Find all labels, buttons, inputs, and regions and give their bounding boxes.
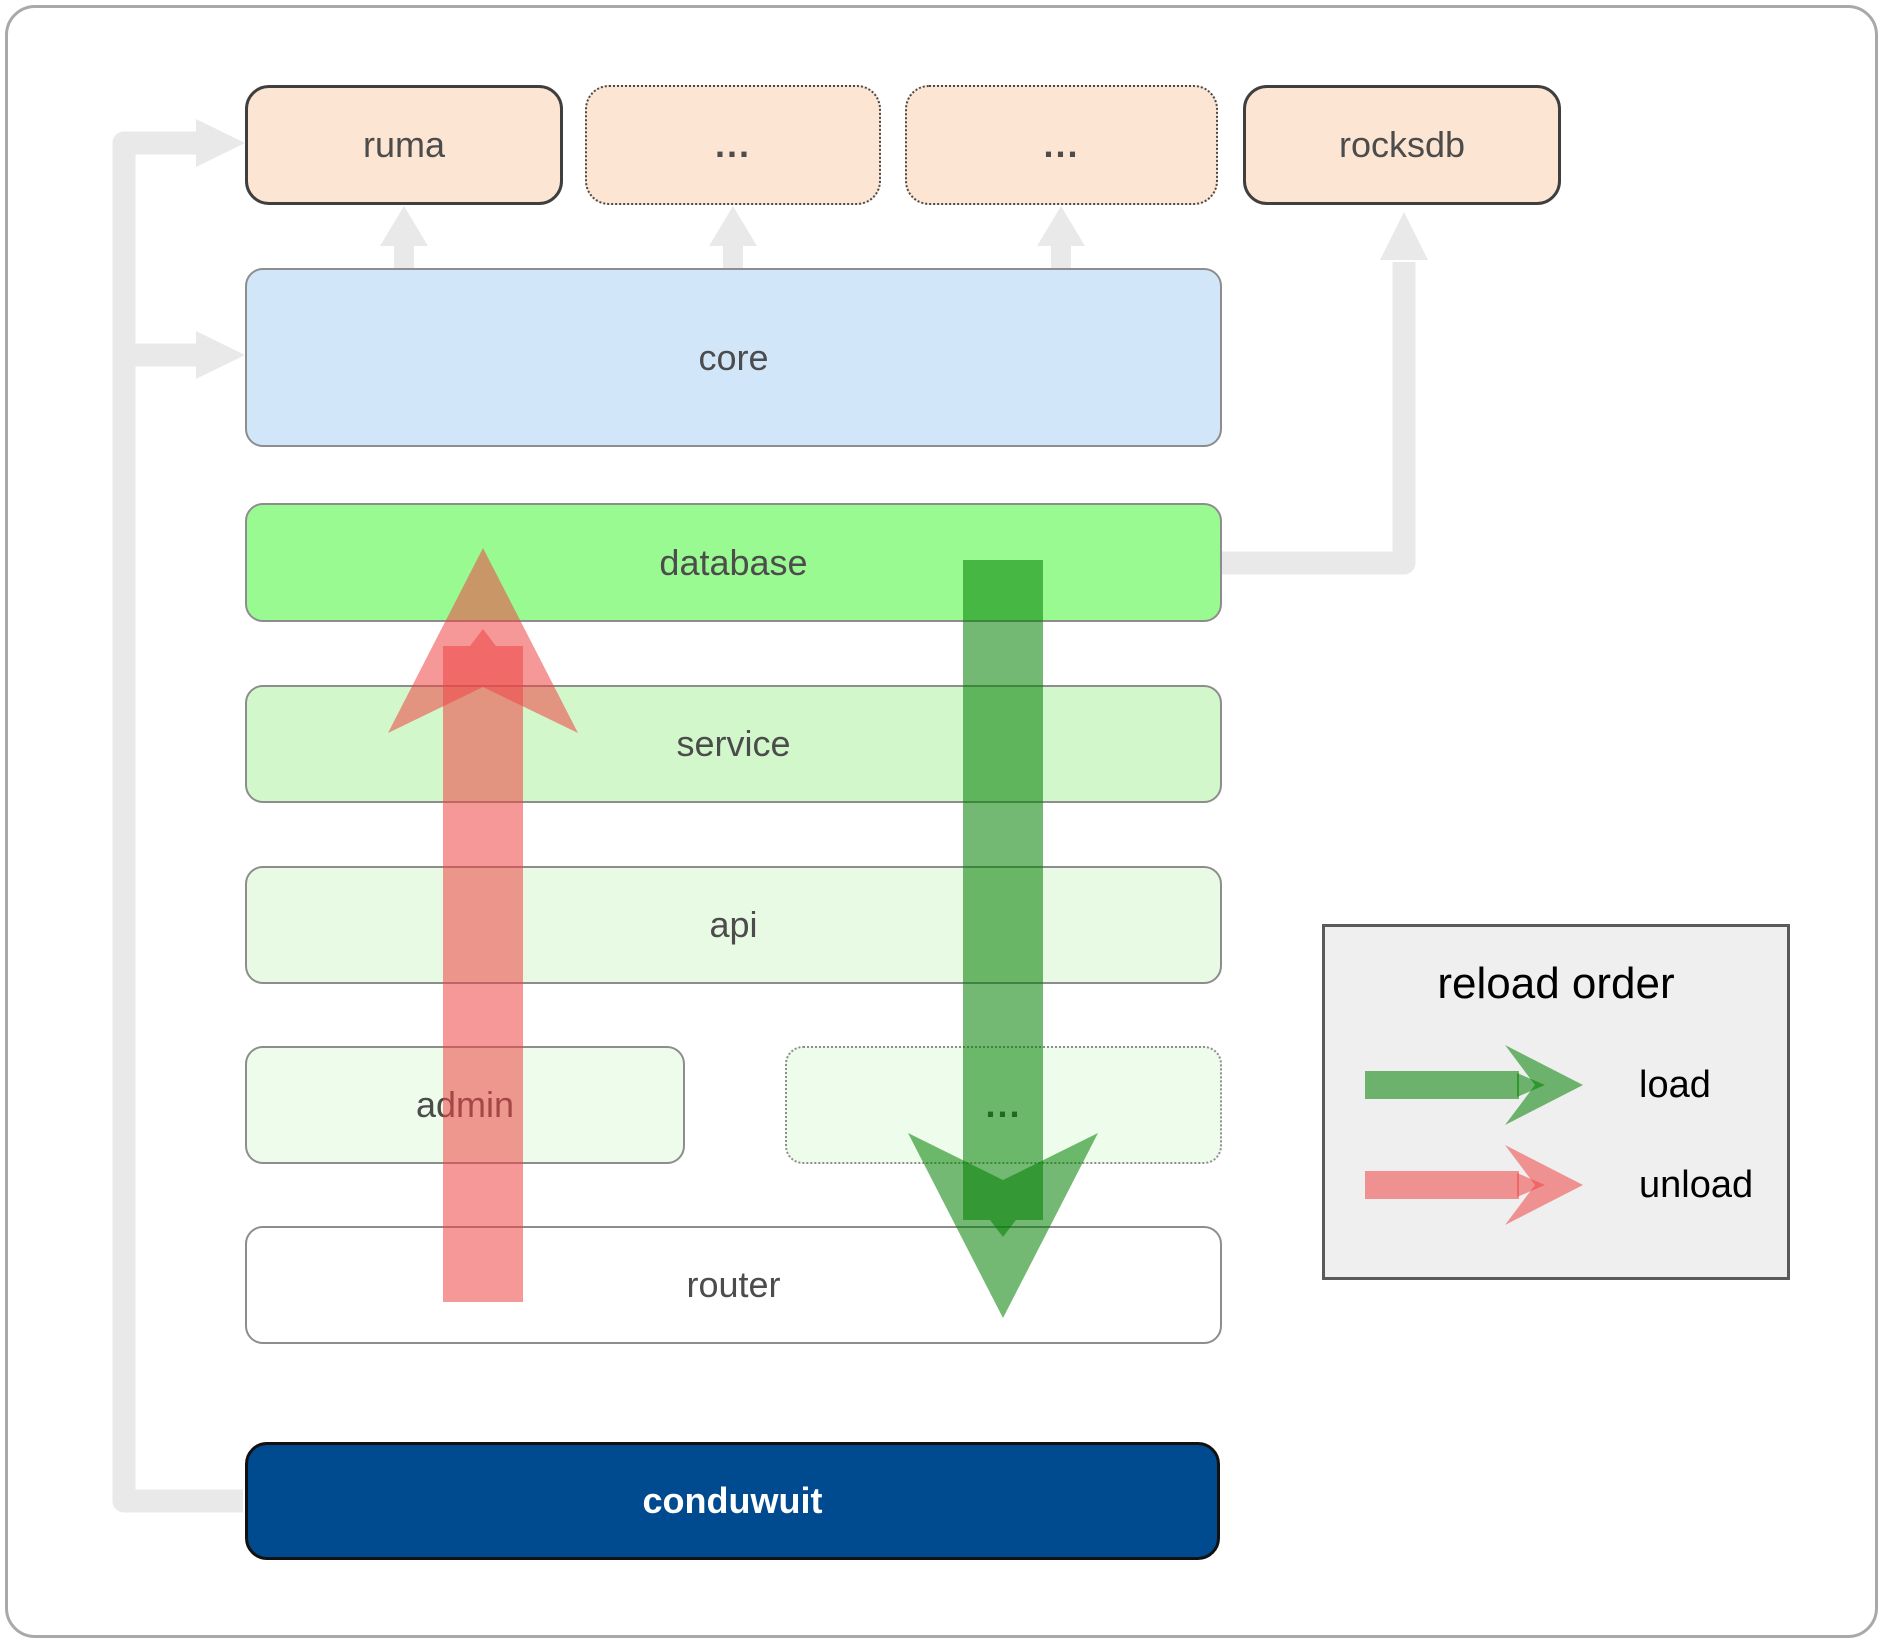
node-service: service bbox=[245, 685, 1222, 803]
node-router-label: router bbox=[686, 1264, 781, 1305]
page-border bbox=[5, 5, 1878, 1638]
legend-row-unload: unload bbox=[1365, 1143, 1753, 1227]
legend-load-label: load bbox=[1639, 1063, 1711, 1106]
connector-conduwuit-spine bbox=[112, 131, 243, 1513]
legend-unload-arrow-icon bbox=[1365, 1145, 1583, 1225]
node-router: router bbox=[245, 1226, 1222, 1344]
node-core-label: core bbox=[698, 336, 769, 378]
arrow-core-to-ext1-head bbox=[709, 206, 757, 246]
node-api: api bbox=[245, 866, 1222, 984]
arrow-core-to-ext1-shaft bbox=[723, 240, 743, 270]
legend-unload-label: unload bbox=[1639, 1163, 1754, 1206]
arrow-core-to-ruma-head bbox=[380, 206, 428, 246]
node-database: database bbox=[245, 503, 1222, 622]
arrow-core-to-ruma-shaft bbox=[394, 240, 414, 270]
node-admin: admin bbox=[245, 1046, 685, 1164]
unload-arrow-marker bbox=[470, 629, 496, 646]
node-admin-more: ... bbox=[785, 1046, 1222, 1164]
legend-load-arrow-icon bbox=[1365, 1045, 1583, 1125]
node-rocksdb-label: rocksdb bbox=[1338, 124, 1466, 165]
node-admin-label: admin bbox=[415, 1084, 515, 1125]
node-service-label: service bbox=[676, 723, 791, 764]
node-admin-more-label: ... bbox=[985, 1084, 1022, 1125]
connector-database-to-rocksdb bbox=[1222, 262, 1416, 575]
node-conduwuit: conduwuit bbox=[245, 1442, 1220, 1560]
node-api-label: api bbox=[709, 904, 758, 945]
node-conduwuit-label: conduwuit bbox=[642, 1480, 823, 1521]
node-core: core bbox=[245, 268, 1222, 447]
node-rocksdb: rocksdb bbox=[1243, 85, 1561, 205]
arrow-core-to-ext2-head bbox=[1037, 206, 1085, 246]
arrowhead-into-ruma bbox=[196, 119, 245, 167]
node-external-2-label: ... bbox=[1043, 124, 1080, 165]
arrow-core-to-ext2-shaft bbox=[1051, 240, 1071, 270]
legend-row-load: load bbox=[1365, 1043, 1711, 1127]
arrowhead-into-rocksdb bbox=[1380, 212, 1428, 260]
node-external-1: ... bbox=[585, 85, 881, 205]
legend: reload order load unload bbox=[1322, 924, 1790, 1280]
node-ruma-label: ruma bbox=[362, 124, 446, 165]
node-external-2: ... bbox=[905, 85, 1218, 205]
legend-title: reload order bbox=[1437, 959, 1675, 1008]
node-database-label: database bbox=[659, 541, 808, 583]
node-external-1-label: ... bbox=[714, 124, 751, 165]
node-ruma: ruma bbox=[245, 85, 563, 205]
arrowhead-into-core bbox=[196, 331, 245, 379]
